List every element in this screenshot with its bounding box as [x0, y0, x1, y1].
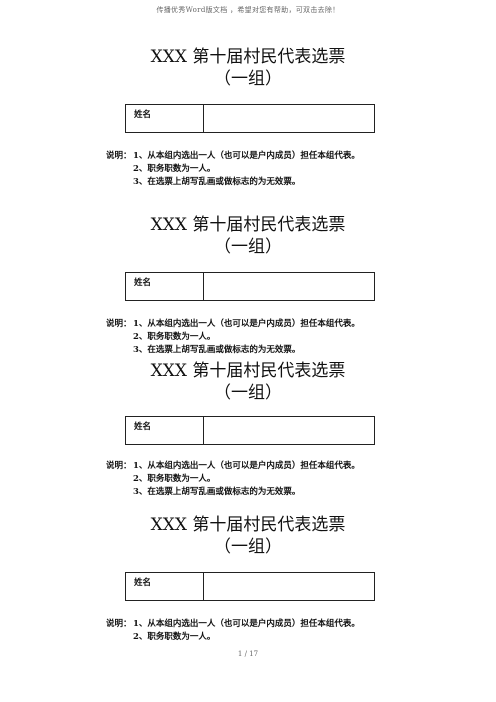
name-table: 姓名: [125, 104, 375, 133]
note-item: 1、从本组内选出一人（也可以是户内成员）担任本组代表。: [133, 319, 360, 329]
note-lead: 说明：: [106, 319, 132, 329]
note-lead: 说明：: [106, 151, 132, 161]
note-item: 1、从本组内选出一人（也可以是户内成员）担任本组代表。: [133, 151, 360, 161]
note-item: 1、从本组内选出一人（也可以是户内成员）担任本组代表。: [133, 619, 360, 629]
ballot-2: XXX 第十届村民代表选票 （一组） 姓名 说明：1、从本组内选出一人（也可以是…: [0, 214, 496, 355]
ballot-4: XXX 第十届村民代表选票 （一组） 姓名 说明：1、从本组内选出一人（也可以是…: [0, 514, 496, 642]
ballot-notes: 说明：1、从本组内选出一人（也可以是户内成员）担任本组代表。 2、职务职数为一人…: [106, 150, 360, 189]
name-entry-cell[interactable]: [204, 273, 374, 300]
name-table: 姓名: [125, 572, 375, 601]
ballot-subtitle: （一组）: [214, 237, 282, 257]
document-banner: 传播优秀Word版文档 ，希望对您有帮助，可双击去除！: [156, 6, 340, 14]
note-item: 2、职务职数为一人。: [133, 632, 216, 642]
ballot-subtitle: （一组）: [214, 383, 282, 403]
name-entry-cell[interactable]: [204, 105, 374, 132]
ballot-notes: 说明：1、从本组内选出一人（也可以是户内成员）担任本组代表。 2、职务职数为一人…: [106, 460, 360, 499]
ballot-1: XXX 第十届村民代表选票 （一组） 姓名 说明：1、从本组内选出一人（也可以是…: [0, 46, 496, 187]
note-item: 1、从本组内选出一人（也可以是户内成员）担任本组代表。: [133, 461, 360, 471]
name-label: 姓名: [126, 573, 204, 600]
ballot-title: XXX 第十届村民代表选票: [150, 515, 346, 535]
note-lead: 说明：: [106, 619, 132, 629]
ballot-notes: 说明：1、从本组内选出一人（也可以是户内成员）担任本组代表。 2、职务职数为一人…: [106, 318, 360, 357]
ballot-notes: 说明：1、从本组内选出一人（也可以是户内成员）担任本组代表。 2、职务职数为一人…: [106, 618, 360, 644]
note-item: 2、职务职数为一人。: [133, 332, 216, 342]
note-lead: 说明：: [106, 461, 132, 471]
ballot-title: XXX 第十届村民代表选票: [150, 47, 346, 67]
page-number: 1 / 17: [237, 650, 259, 658]
note-item: 3、在选票上胡写乱画或做标志的为无效票。: [133, 487, 301, 497]
ballot-3: XXX 第十届村民代表选票 （一组） 姓名 说明：1、从本组内选出一人（也可以是…: [0, 360, 496, 497]
note-item: 3、在选票上胡写乱画或做标志的为无效票。: [133, 177, 301, 187]
name-entry-cell[interactable]: [204, 417, 374, 444]
ballot-title: XXX 第十届村民代表选票: [150, 215, 346, 235]
name-label: 姓名: [126, 417, 204, 444]
name-table: 姓名: [125, 416, 375, 445]
name-label: 姓名: [126, 273, 204, 300]
name-table: 姓名: [125, 272, 375, 301]
ballot-subtitle: （一组）: [214, 69, 282, 89]
note-item: 2、职务职数为一人。: [133, 164, 216, 174]
ballot-subtitle: （一组）: [214, 537, 282, 557]
note-item: 3、在选票上胡写乱画或做标志的为无效票。: [133, 345, 301, 355]
name-label: 姓名: [126, 105, 204, 132]
name-entry-cell[interactable]: [204, 573, 374, 600]
ballot-title: XXX 第十届村民代表选票: [150, 361, 346, 381]
note-item: 2、职务职数为一人。: [133, 474, 216, 484]
